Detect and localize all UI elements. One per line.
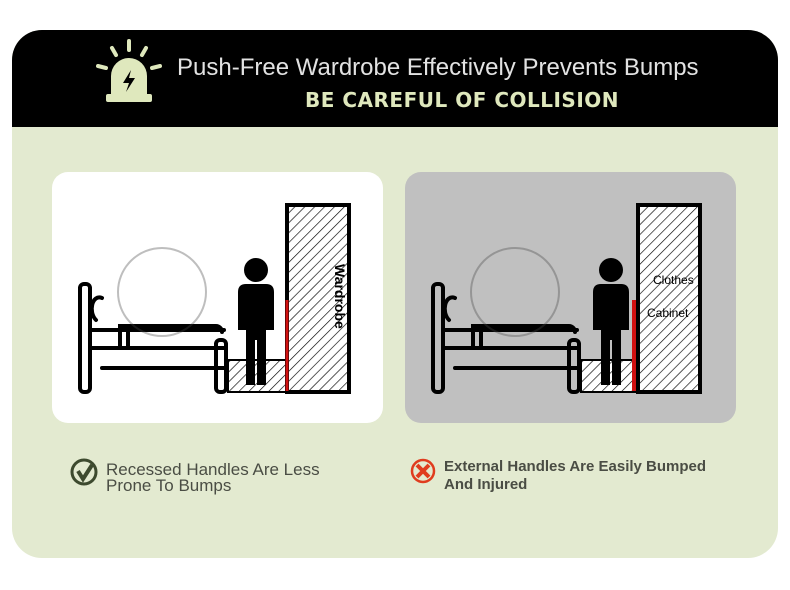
alarm-light-icon bbox=[96, 39, 162, 102]
external-caption-line2: And Injured bbox=[444, 476, 528, 493]
wardrobe-label: Wardrobe bbox=[332, 264, 348, 329]
recessed-caption-text: Recessed Handles Are Less Prone To Bumps bbox=[106, 460, 320, 495]
header-bar: Push-Free Wardrobe Effectively Prevents … bbox=[12, 30, 778, 127]
bed-icon bbox=[78, 282, 228, 394]
external-caption: External Handles Are Easily Bumped And I… bbox=[410, 458, 706, 494]
external-handle-illustration: Clothes Cabinet bbox=[405, 172, 736, 423]
x-circle-icon bbox=[410, 458, 436, 484]
watermark-stamp bbox=[117, 247, 207, 337]
bedroom-scene: Clothes Cabinet bbox=[431, 203, 702, 394]
infographic-card: Push-Free Wardrobe Effectively Prevents … bbox=[12, 30, 778, 558]
external-caption-line1: External Handles Are Easily Bumped bbox=[444, 458, 707, 475]
cabinet-label: Cabinet bbox=[647, 306, 689, 320]
page-subtitle: BE CAREFUL OF COLLISION bbox=[305, 88, 620, 112]
wardrobe-icon bbox=[636, 203, 702, 394]
recessed-handle-illustration: Wardrobe bbox=[52, 172, 383, 423]
bedroom-scene: Wardrobe bbox=[78, 203, 351, 394]
watermark-stamp bbox=[470, 247, 560, 337]
recessed-caption: Recessed Handles Are Less Prone To Bumps bbox=[70, 458, 346, 494]
person-icon bbox=[238, 258, 274, 385]
page-title: Push-Free Wardrobe Effectively Prevents … bbox=[177, 54, 699, 81]
clothes-label: Clothes bbox=[653, 273, 694, 287]
wardrobe-icon bbox=[285, 203, 351, 394]
person-icon bbox=[593, 258, 629, 385]
bed-icon bbox=[431, 282, 581, 394]
check-circle-icon bbox=[70, 458, 98, 486]
